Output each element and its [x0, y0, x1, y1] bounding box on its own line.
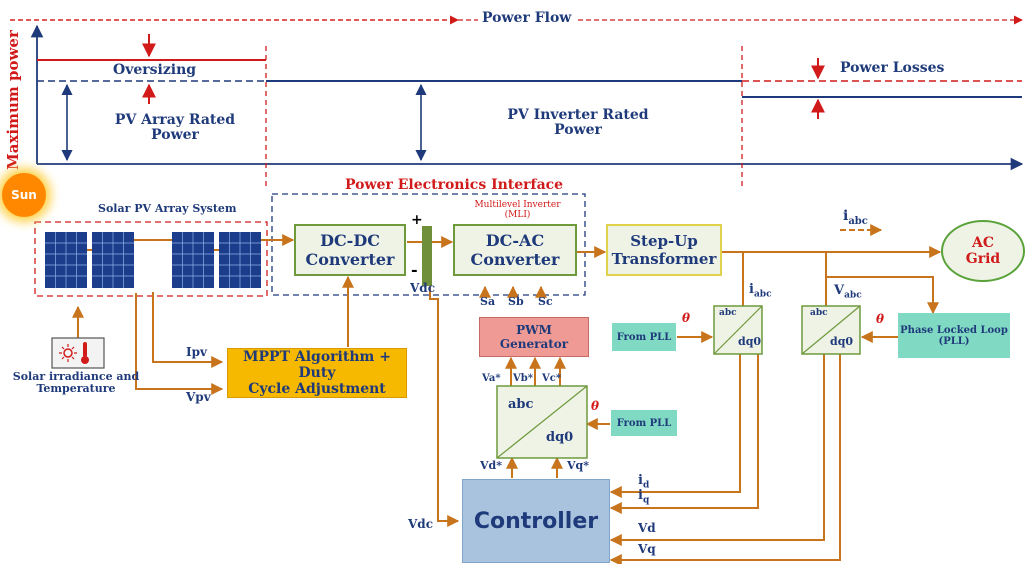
pll-line1: Phase Locked Loop: [900, 324, 1008, 336]
vq-star-label: Vq*: [567, 459, 589, 472]
i-abc-flow-main: i: [843, 208, 849, 224]
pv-array-rated-line1: PV Array Rated: [114, 112, 236, 128]
mppt-block[interactable]: MPPT Algorithm + Duty Cycle Adjustment: [227, 348, 407, 398]
power-losses-label: Power Losses: [840, 60, 945, 76]
vd-star-label: Vd*: [480, 459, 502, 472]
sensor-icon: [51, 337, 105, 369]
solar-panel-icon: [45, 232, 261, 288]
transform-current-dq0: dq0: [738, 335, 762, 348]
iq-label: iq: [638, 488, 650, 506]
theta-label-voltage: θ: [876, 312, 885, 326]
dc-link-capacitor: [422, 226, 432, 286]
transform-main-abc: abc: [508, 397, 534, 412]
mppt-line1: MPPT Algorithm + Duty: [243, 349, 391, 381]
grid-line2: Grid: [965, 251, 1001, 267]
vdc-ctrl-label: Vdc: [408, 517, 434, 531]
stepup-line1: Step-Up: [630, 232, 698, 250]
vq-label: Vq: [638, 542, 656, 556]
from-pll-label-2: From PLL: [616, 417, 672, 429]
plus-sign: +: [411, 212, 423, 228]
pv-array-frame: [34, 221, 268, 297]
thermometer-icon: [81, 342, 89, 364]
vdc-top-label: Vdc: [410, 281, 436, 295]
pwm-label: PWM Generator: [499, 323, 569, 351]
dc-ac-converter-block[interactable]: DC-AC Converter: [453, 224, 577, 276]
irradiance-line1: Solar irradiance and: [12, 370, 140, 383]
theta-label-main: θ: [591, 399, 600, 413]
from-pll-box-2: From PLL: [611, 410, 677, 436]
vd-label: Vd: [638, 521, 656, 535]
irradiance-line2: Temperature: [36, 382, 116, 396]
pv-inverter-rated-line1: PV Inverter Rated: [507, 107, 649, 123]
ac-grid-block[interactable]: AC Grid: [941, 220, 1025, 282]
pv-array-rated-label: PV Array Rated Power: [110, 112, 240, 144]
v-abc-meas-label: Vabc: [834, 283, 862, 301]
irradiance-label: Solar irradiance and Temperature: [2, 370, 150, 396]
ipv-label: Ipv: [186, 345, 207, 359]
id-label: id: [638, 473, 650, 491]
iq-main: i: [638, 488, 643, 503]
solar-pv-array-label: Solar PV Array System: [98, 202, 237, 215]
v-abc-meas-sub: abc: [844, 290, 862, 301]
transform-voltage-abc: abc: [810, 308, 828, 318]
power-flow-label: Power Flow: [478, 10, 576, 27]
pv-inverter-rated-label: PV Inverter Rated Power: [493, 107, 663, 139]
dcac-line1: DC-AC: [485, 231, 545, 250]
transform-main-dq0: dq0: [546, 430, 574, 445]
y-axis-label: Maximum power: [3, 30, 22, 170]
dcac-line2: Converter: [470, 250, 560, 269]
controller-label: Controller: [473, 508, 599, 534]
theta-label-current: θ: [682, 311, 691, 325]
abc-dq0-transform-current: [713, 305, 763, 355]
step-up-transformer-block[interactable]: Step-Up Transformer: [606, 224, 722, 276]
sa-label: Sa: [480, 295, 496, 308]
sun-label: Sun: [11, 188, 37, 202]
pll-block[interactable]: Phase Locked Loop (PLL): [898, 313, 1010, 358]
stepup-line2: Transformer: [611, 250, 717, 268]
oversizing-label: Oversizing: [113, 62, 197, 78]
sb-label: Sb: [508, 295, 524, 308]
pll-line2: (PLL): [938, 335, 970, 347]
mppt-line2: Cycle Adjustment: [248, 381, 386, 397]
top-power-section: [10, 15, 1024, 190]
i-abc-meas-sub: abc: [753, 289, 772, 300]
grid-line1: AC: [971, 235, 994, 251]
va-star-label: Va*: [482, 373, 501, 384]
sc-label: Sc: [538, 295, 553, 308]
vc-star-label: Vc*: [542, 373, 562, 384]
mli-line2: (MLI): [504, 209, 531, 220]
abc-dq0-transform-main: [496, 385, 588, 459]
power-electronics-interface-label: Power Electronics Interface: [345, 177, 564, 193]
i-abc-meas-main: i: [749, 282, 754, 297]
sun-icon: Sun: [2, 173, 46, 217]
i-abc-flow-sub: abc: [848, 215, 868, 227]
dcdc-line1: DC-DC: [320, 231, 380, 250]
iq-sub: q: [642, 495, 650, 506]
from-pll-label-1: From PLL: [616, 331, 672, 343]
power-electronics-frame: [271, 193, 586, 296]
signal-lines: [72, 234, 942, 564]
transform-current-abc: abc: [719, 308, 737, 318]
from-pll-box-1: From PLL: [612, 323, 676, 351]
dc-dc-converter-block[interactable]: DC-DC Converter: [294, 224, 406, 276]
id-main: i: [638, 473, 643, 488]
pv-array-rated-line2: Power: [151, 127, 199, 144]
minus-sign: -: [411, 260, 418, 279]
transform-voltage-dq0: dq0: [830, 335, 854, 348]
mli-label: Multilevel Inverter (MLI): [445, 200, 590, 221]
i-abc-meas-label: iabc: [749, 282, 772, 300]
controller-block[interactable]: Controller: [462, 479, 610, 563]
vpv-label: Vpv: [186, 390, 211, 404]
vb-star-label: Vb*: [513, 373, 533, 384]
dcdc-line2: Converter: [305, 250, 395, 269]
pv-inverter-rated-line2: Power: [554, 122, 602, 139]
pwm-generator-block[interactable]: PWM Generator: [479, 317, 589, 357]
i-abc-flow-label: iabc: [843, 208, 868, 227]
abc-dq0-transform-voltage: [801, 305, 861, 355]
id-sub: d: [642, 480, 650, 491]
v-abc-meas-main: V: [834, 283, 845, 298]
mli-line1: Multilevel Inverter: [474, 200, 561, 210]
